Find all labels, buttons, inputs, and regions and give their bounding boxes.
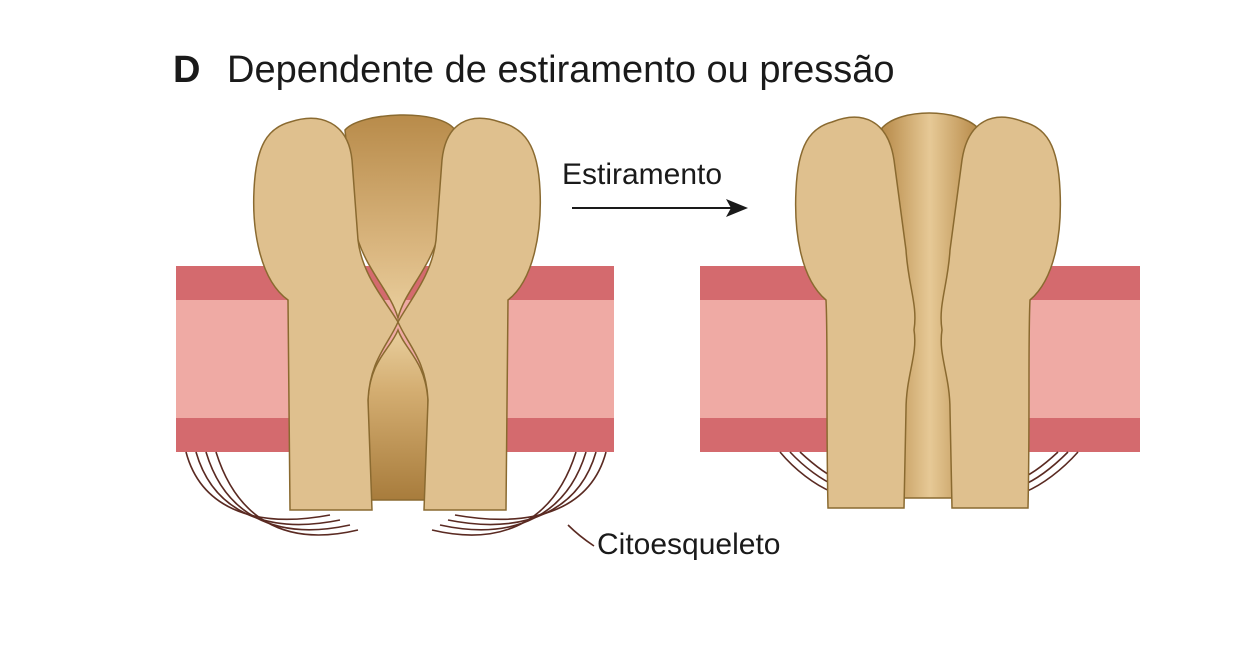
channel-subunit-right-open: [940, 116, 1062, 509]
channel-subunit-left: [252, 117, 399, 511]
channel-pore-bottom: [367, 327, 429, 501]
cell-membrane-right: [700, 266, 1140, 452]
stretch-arrow-label: Estiramento: [562, 158, 722, 191]
stretch-arrow: [572, 199, 748, 217]
channel-subunit-right: [397, 117, 542, 511]
closed-channel-diagram: [176, 114, 614, 547]
cytoskeleton-label: Citoesqueleto: [597, 528, 780, 561]
figure-title: Dependente de estiramento ou pressão: [227, 49, 895, 91]
cytoskeleton-fibers-left: [185, 451, 607, 547]
panel-letter: D: [173, 49, 200, 91]
channel-protein-open: [794, 112, 1062, 509]
channel-subunit-left-open: [794, 116, 916, 509]
channel-pore-top: [344, 114, 456, 321]
channel-protein-closed: [252, 114, 542, 511]
open-channel-diagram: [700, 112, 1140, 509]
